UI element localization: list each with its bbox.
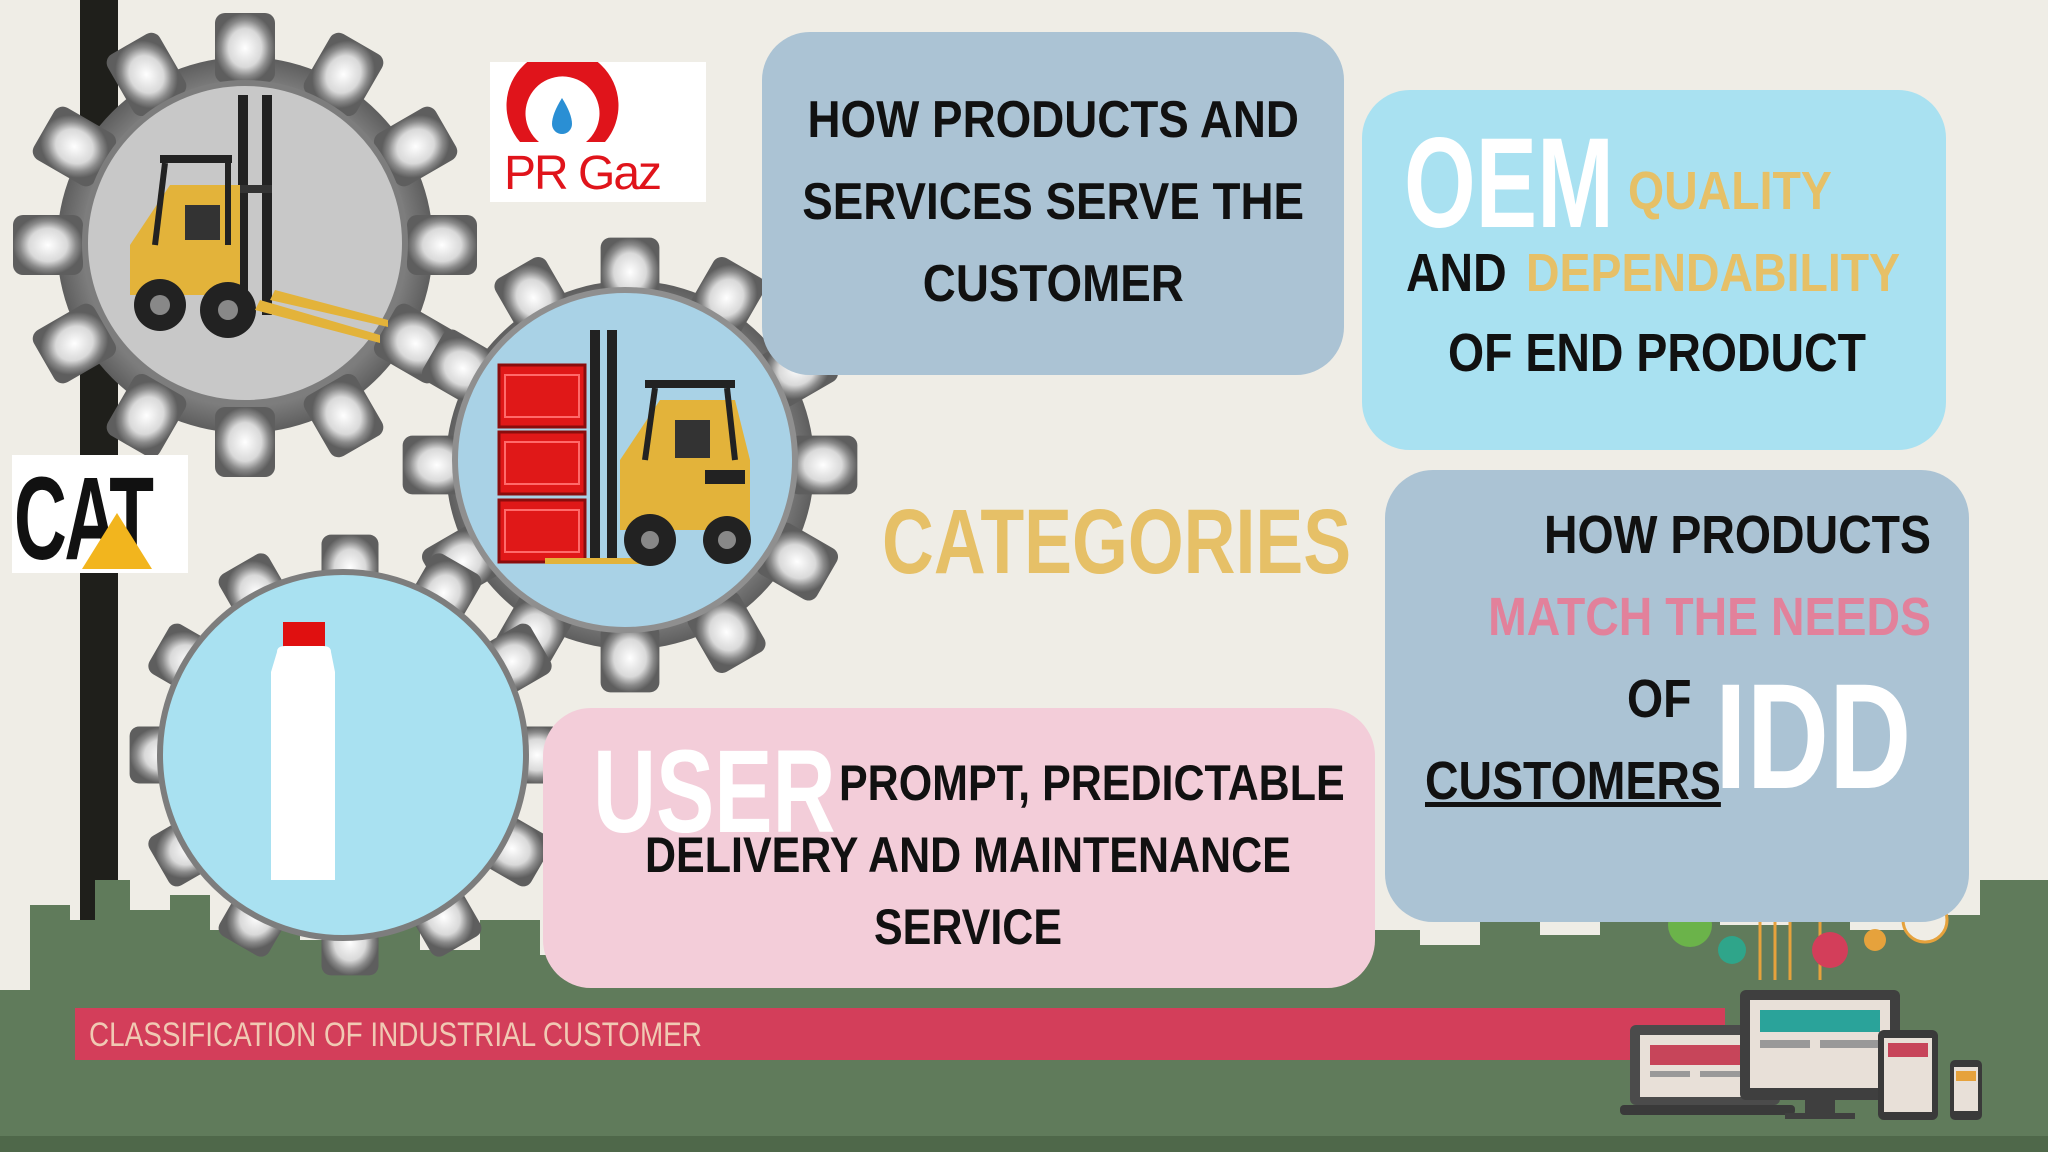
idd-of: OF	[1627, 669, 1692, 729]
user-line-1: PROMPT, PREDICTABLE	[839, 755, 1345, 811]
idd-line-2: MATCH THE NEEDS	[1488, 587, 1931, 647]
services-line-3: CUSTOMER	[922, 255, 1184, 313]
oem-dependability: DEPENDABILITY	[1526, 243, 1901, 303]
devices-icon	[1620, 990, 1982, 1120]
cat-triangle-icon	[82, 513, 152, 569]
services-line-1: HOW PRODUCTS AND	[807, 91, 1299, 149]
idd-card: HOW PRODUCTS MATCH THE NEEDS OF CUSTOMER…	[1385, 470, 1969, 922]
user-line-3: SERVICE	[874, 899, 1063, 955]
cat-logo: CAT	[12, 453, 188, 585]
categories-heading: CATEGORIES	[882, 491, 1352, 593]
idd-big-label: IDD	[1715, 652, 1912, 820]
idd-line-1: HOW PRODUCTS	[1544, 505, 1931, 565]
bottle-icon	[271, 622, 335, 880]
oem-line-3: OF END PRODUCT	[1448, 323, 1866, 383]
oem-big-label: OEM	[1404, 112, 1614, 255]
user-big-label: USER	[593, 726, 836, 858]
services-line-2: SERVICES SERVE THE	[802, 173, 1304, 231]
footer-title: CLASSIFICATION OF INDUSTRIAL CUSTOMER	[89, 1016, 702, 1054]
services-card: HOW PRODUCTS AND SERVICES SERVE THE CUST…	[762, 32, 1344, 375]
user-card: USER PROMPT, PREDICTABLE DELIVERY AND MA…	[543, 708, 1375, 988]
prgaz-emblem-icon	[506, 49, 619, 142]
footer-band: CLASSIFICATION OF INDUSTRIAL CUSTOMER	[75, 1008, 1725, 1060]
forklift-icon	[497, 330, 751, 566]
user-line-2: DELIVERY AND MAINTENANCE	[645, 827, 1291, 883]
oem-and: AND	[1406, 243, 1507, 303]
idd-customers: CUSTOMERS	[1425, 751, 1721, 811]
oem-quality: QUALITY	[1628, 161, 1832, 221]
prgaz-logo: PR Gaz	[490, 49, 706, 202]
prgaz-logo-text: PR Gaz	[504, 147, 662, 200]
forklift-icon	[130, 95, 388, 343]
oem-card: OEM QUALITY AND DEPENDABILITY OF END PRO…	[1362, 90, 1946, 450]
